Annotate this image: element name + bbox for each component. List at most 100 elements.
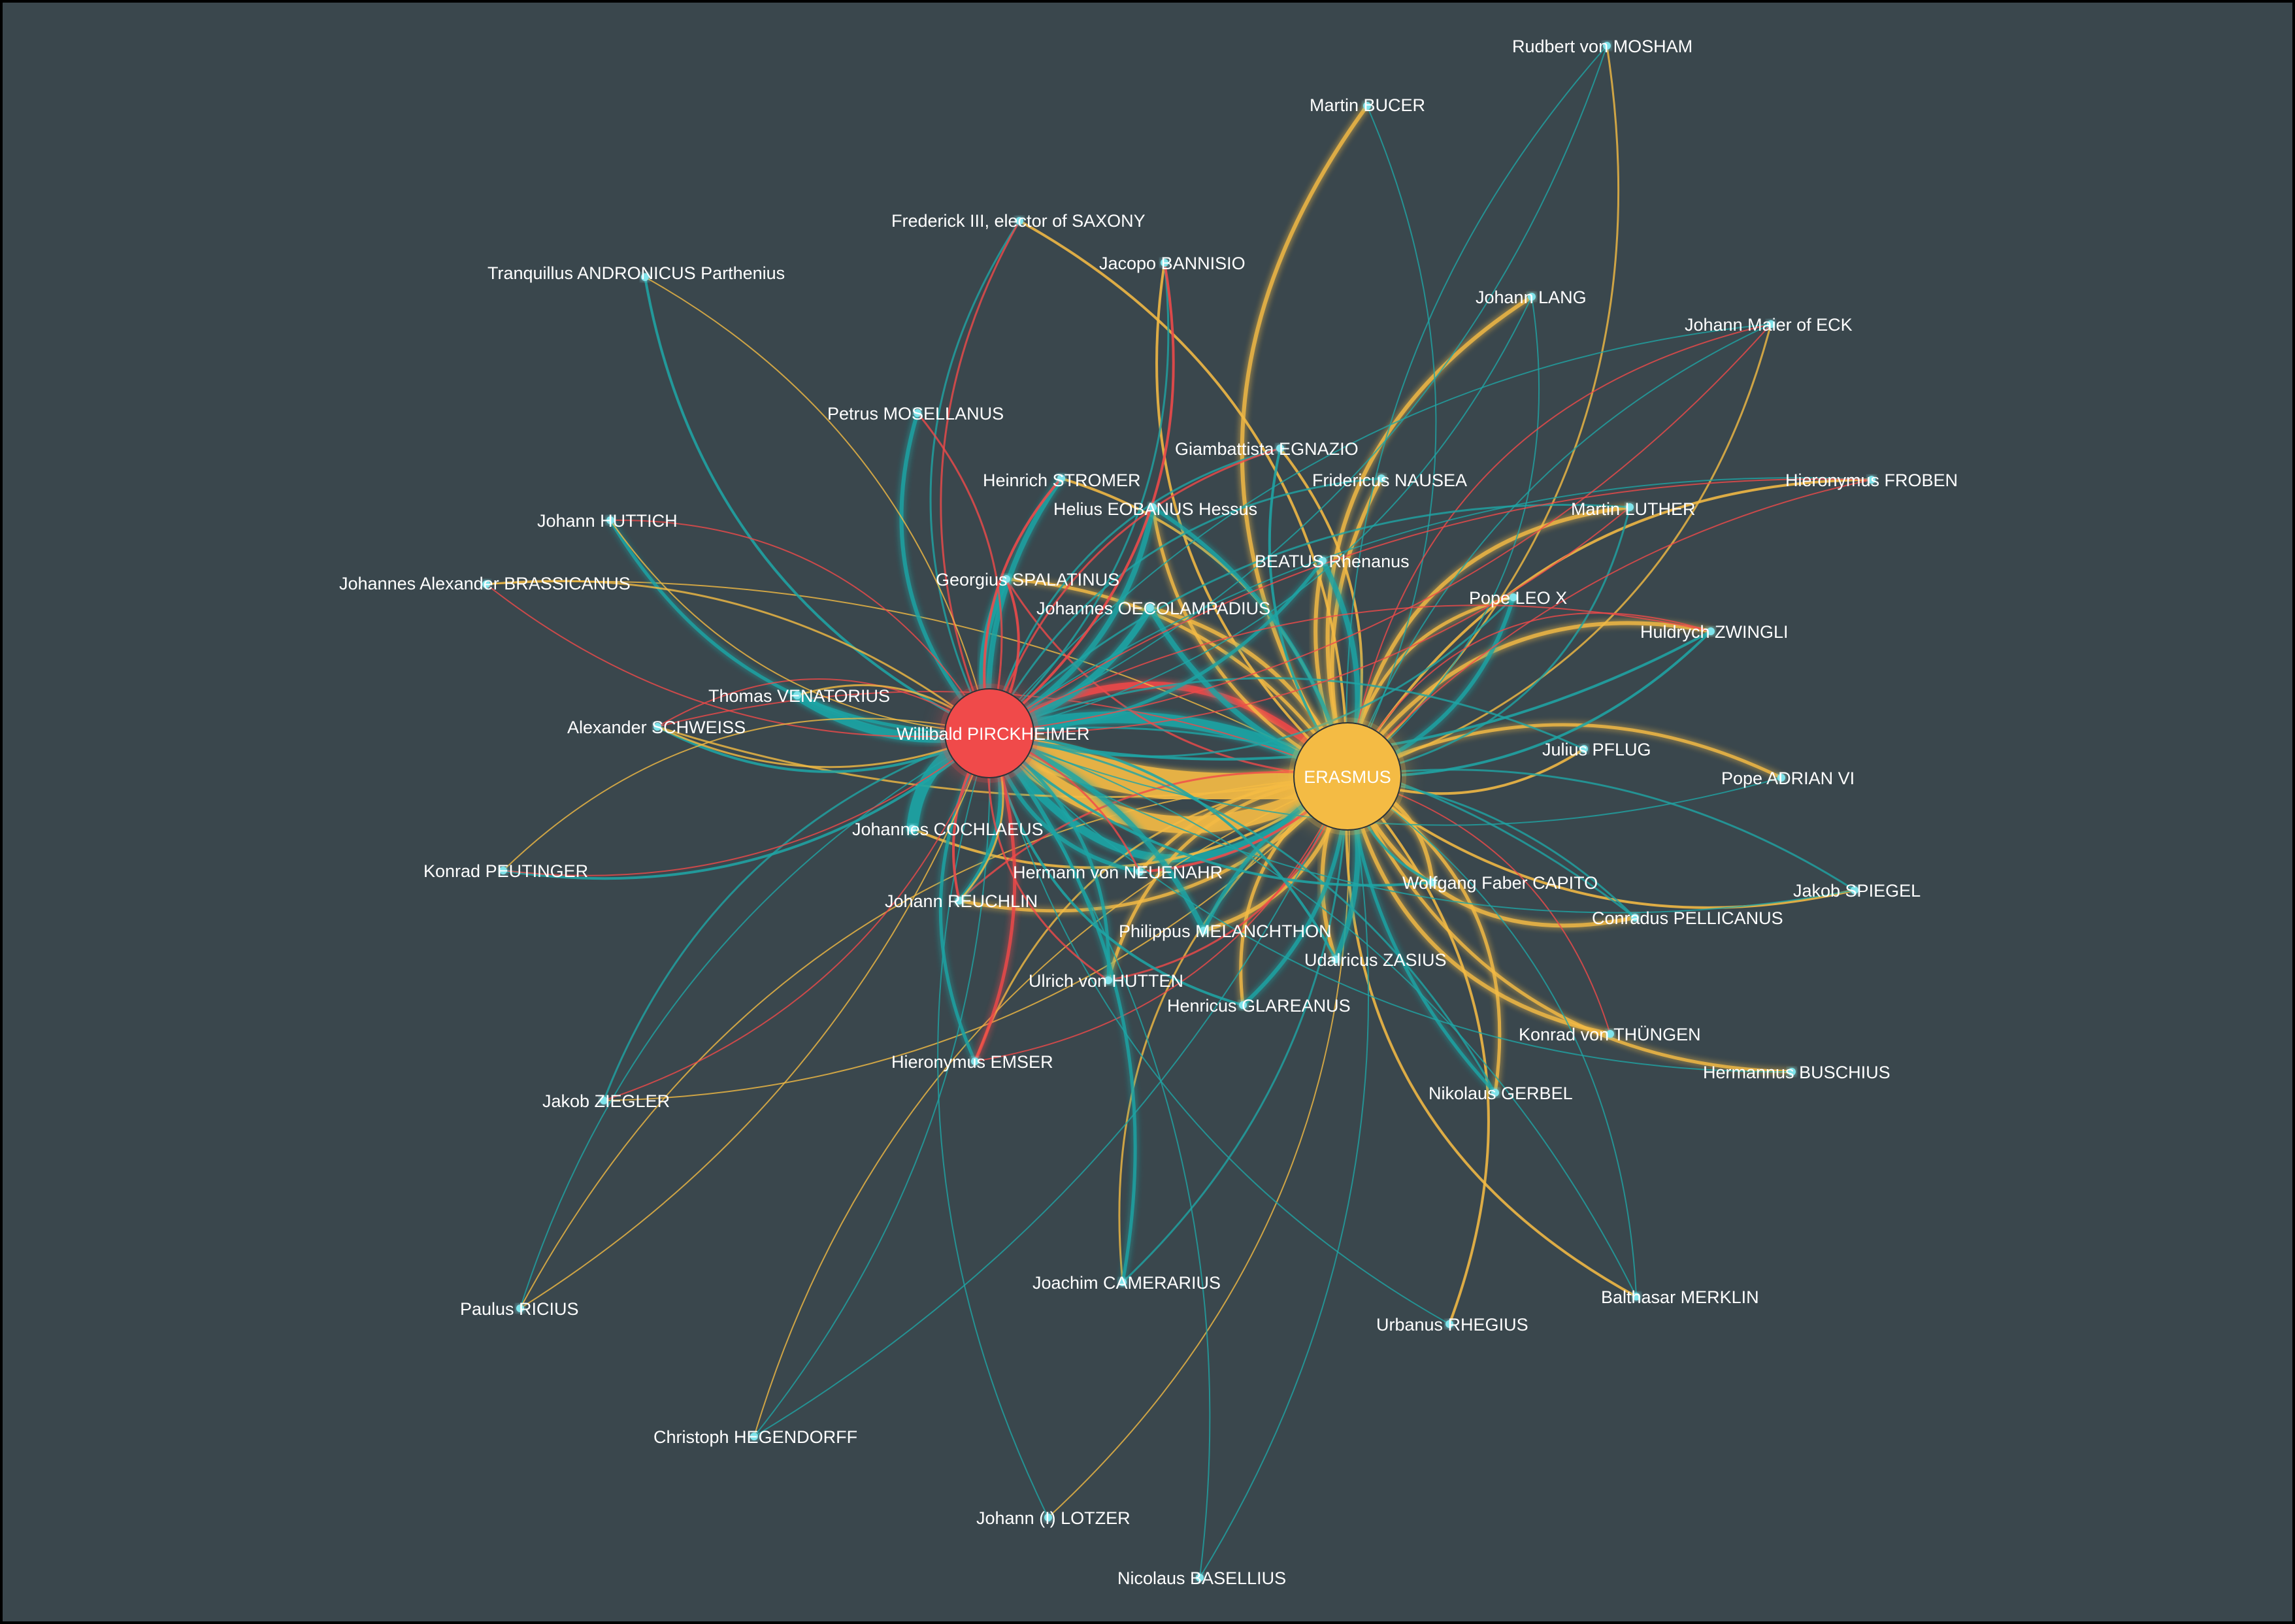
edge-erasmus-adrian-12 bbox=[1346, 723, 1783, 780]
node-dot-neuenahr[interactable] bbox=[1136, 868, 1144, 876]
node-label-huttich: Johann HUTTICH bbox=[537, 511, 678, 531]
node-label-reuchlin: Johann REUCHLIN bbox=[885, 891, 1038, 911]
edge-erasmus-spiegel-53 bbox=[1346, 769, 1856, 891]
node-dot-lang[interactable] bbox=[1528, 293, 1536, 301]
node-label-melanchthon: Philippus MELANCHTHON bbox=[1119, 921, 1332, 941]
node-dot-froben[interactable] bbox=[1868, 476, 1875, 484]
edge-pirckheimer-huttich-82 bbox=[608, 518, 991, 735]
node-dot-oecolampadius[interactable] bbox=[1146, 604, 1154, 612]
node-dot-leo[interactable] bbox=[1510, 593, 1517, 601]
edge-pirckheimer-huttich-129 bbox=[610, 519, 990, 734]
node-label-andronicus: Tranquillus ANDRONICUS Parthenius bbox=[487, 263, 785, 283]
node-dot-huttich[interactable] bbox=[606, 516, 614, 524]
node-label-gerbel: Nikolaus GERBEL bbox=[1428, 1084, 1573, 1103]
node-dot-mosham[interactable] bbox=[1603, 42, 1611, 50]
edge-pirckheimer-lotzer-95 bbox=[937, 733, 1049, 1518]
node-dot-spiegel[interactable] bbox=[1851, 886, 1858, 894]
edge-pirckheimer-beatus-117 bbox=[987, 559, 1325, 735]
node-label-hegendorff: Christoph HEGENDORFF bbox=[653, 1427, 857, 1447]
node-label-zasius: Udalricus ZASIUS bbox=[1304, 950, 1447, 970]
node-label-mosham: Rudbert von MOSHAM bbox=[1512, 37, 1692, 56]
node-label-luther: Martin LUTHER bbox=[1571, 499, 1696, 519]
node-label-nausea: Fridericus NAUSEA bbox=[1312, 471, 1467, 490]
node-dot-luther[interactable] bbox=[1626, 503, 1634, 511]
edge-pirckheimer-froben-122 bbox=[989, 477, 1872, 734]
node-dot-egnazio[interactable] bbox=[1276, 444, 1284, 452]
node-dot-stromer[interactable] bbox=[1057, 474, 1065, 482]
edge-pirckheimer-gerbel-105 bbox=[988, 732, 1496, 1094]
edge-pirckheimer-camerarius-97 bbox=[987, 731, 1137, 1284]
edge-erasmus-merklin-61 bbox=[1347, 776, 1637, 1297]
edge-pirckheimer-spiegel-110 bbox=[989, 733, 1855, 914]
edge-pirckheimer-pflug-112 bbox=[988, 677, 1585, 750]
node-dot-ziegler[interactable] bbox=[600, 1097, 608, 1104]
node-dot-buschius[interactable] bbox=[1788, 1068, 1796, 1076]
edge-pirckheimer-hegendorff-94 bbox=[753, 733, 991, 1437]
node-dot-ricius[interactable] bbox=[516, 1304, 524, 1312]
edge-pirckheimer-andronicus-83 bbox=[644, 276, 991, 735]
edge-pirckheimer-nausea-116 bbox=[988, 477, 1383, 735]
edge-erasmus-zwingli-11 bbox=[1346, 621, 1713, 778]
node-dot-eck[interactable] bbox=[1767, 320, 1775, 328]
edge-erasmus-lang-7 bbox=[1325, 295, 1534, 778]
edge-pirckheimer-schweiss-81 bbox=[656, 725, 991, 773]
node-dot-glareanus[interactable] bbox=[1239, 1001, 1247, 1009]
node-dot-adrian[interactable] bbox=[1777, 774, 1785, 782]
node-dot-merklin[interactable] bbox=[1632, 1293, 1640, 1301]
node-dot-bannisio[interactable] bbox=[1161, 259, 1168, 267]
node-dot-zwingli[interactable] bbox=[1707, 627, 1715, 635]
node-label-capito: Wolfgang Faber CAPITO bbox=[1402, 873, 1598, 893]
edge-pirckheimer-leo-115 bbox=[988, 596, 1515, 757]
edge-pirckheimer-frederick-89 bbox=[929, 220, 1021, 735]
node-dot-frederick[interactable] bbox=[1015, 217, 1023, 225]
node-dot-melanchthon[interactable] bbox=[1200, 927, 1208, 935]
node-dot-thuengen[interactable] bbox=[1606, 1030, 1614, 1038]
edge-erasmus-eck-8 bbox=[1346, 323, 1772, 778]
hub-node-erasmus[interactable] bbox=[1293, 722, 1402, 831]
node-dot-pellicanus[interactable] bbox=[1631, 914, 1639, 921]
node-dot-brassicanus[interactable] bbox=[482, 580, 490, 588]
node-dot-basellius[interactable] bbox=[1196, 1574, 1204, 1582]
node-dot-camerarius[interactable] bbox=[1119, 1278, 1127, 1286]
edge-erasmus-mosham-66 bbox=[1346, 45, 1608, 777]
node-label-venatorius: Thomas VENATORIUS bbox=[708, 686, 890, 706]
node-dot-rhegius[interactable] bbox=[1445, 1320, 1453, 1328]
edge-erasmus-brassicanus-46 bbox=[486, 580, 1348, 777]
node-label-bucer: Martin BUCER bbox=[1310, 95, 1425, 115]
node-dot-spalatinus[interactable] bbox=[1002, 575, 1010, 583]
node-dot-eobanus[interactable] bbox=[1149, 503, 1157, 511]
edge-erasmus-ziegler-30 bbox=[603, 776, 1348, 1101]
node-dot-mosellanus[interactable] bbox=[914, 409, 921, 417]
edge-pirckheimer-ricius-93 bbox=[520, 733, 990, 1309]
edge-erasmus-frederick-39 bbox=[1018, 220, 1349, 778]
node-dot-bucer[interactable] bbox=[1363, 102, 1371, 110]
edge-erasmus-eck-69 bbox=[1347, 323, 1772, 777]
node-dot-lotzer[interactable] bbox=[1044, 1514, 1052, 1521]
node-dot-reuchlin[interactable] bbox=[955, 897, 963, 904]
node-dot-peutinger[interactable] bbox=[499, 867, 507, 874]
node-dot-schweiss[interactable] bbox=[653, 723, 661, 731]
hub-node-pirckheimer[interactable] bbox=[944, 688, 1034, 778]
node-label-schweiss: Alexander SCHWEISS bbox=[567, 718, 746, 737]
node-dot-pflug[interactable] bbox=[1580, 745, 1588, 753]
node-dot-cochlaeus[interactable] bbox=[908, 825, 916, 833]
node-dot-hutten[interactable] bbox=[1104, 976, 1112, 984]
node-dot-nausea[interactable] bbox=[1378, 474, 1385, 482]
node-label-cochlaeus: Johannes COCHLAEUS bbox=[852, 820, 1044, 839]
node-dot-gerbel[interactable] bbox=[1491, 1089, 1499, 1097]
node-dot-beatus[interactable] bbox=[1319, 557, 1327, 565]
node-dot-hegendorff[interactable] bbox=[750, 1433, 758, 1440]
edge-erasmus-thuengen-18 bbox=[1346, 774, 1612, 1036]
node-label-pellicanus: Conradus PELLICANUS bbox=[1592, 908, 1783, 928]
node-label-adrian: Pope ADRIAN VI bbox=[1721, 769, 1855, 788]
node-dot-venatorius[interactable] bbox=[793, 691, 801, 699]
node-dot-emser[interactable] bbox=[971, 1057, 979, 1065]
node-dot-capito[interactable] bbox=[1428, 878, 1436, 886]
node-label-basellius: Nicolaus BASELLIUS bbox=[1117, 1568, 1286, 1588]
node-label-lang: Johann LANG bbox=[1476, 288, 1587, 307]
node-dot-andronicus[interactable] bbox=[641, 273, 649, 281]
edge-pirckheimer-luther-139 bbox=[989, 506, 1630, 735]
node-label-glareanus: Henricus GLAREANUS bbox=[1167, 996, 1351, 1016]
node-dot-zasius[interactable] bbox=[1332, 955, 1340, 963]
node-label-stromer: Heinrich STROMER bbox=[983, 471, 1141, 490]
